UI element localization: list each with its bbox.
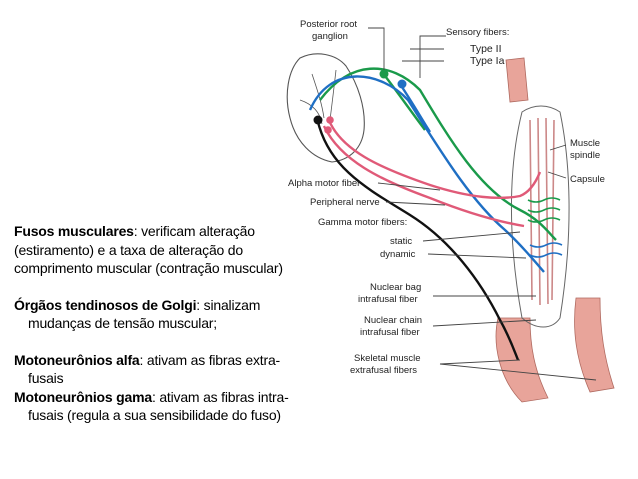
leader-lines	[368, 27, 597, 381]
spinal-cord	[286, 53, 365, 163]
paragraph-gamma-motoneurons: Motoneurônios gama: ativam as fibras int…	[14, 388, 319, 425]
ganglion-bodies	[313, 69, 407, 134]
label-muscle-spindle-1: Muscle	[570, 138, 600, 149]
definition-alpha-line1: : ativam as fibras extra-	[139, 351, 281, 368]
term-golgi-organs: Órgãos tendinosos de Golgi	[14, 296, 197, 313]
label-posterior-root-2: ganglion	[312, 31, 348, 42]
paragraph-alpha-motoneurons: Motoneurônios alfa: ativam as fibras ext…	[14, 351, 319, 388]
label-nuclear-chain-2: intrafusal fiber	[360, 327, 420, 338]
diagram-labels: Posterior root ganglion Sensory fibers: …	[288, 19, 605, 376]
label-gamma-motor-fibers: Gamma motor fibers:	[318, 217, 407, 228]
label-dynamic: dynamic	[380, 249, 416, 260]
term-muscle-spindles: Fusos musculares	[14, 223, 134, 239]
label-capsule: Capsule	[570, 174, 605, 185]
spindle-endings	[527, 197, 563, 258]
label-skeletal-1: Skeletal muscle	[354, 353, 421, 364]
definition-gamma-line1: : ativam as fibras intra-	[151, 388, 289, 405]
term-alpha-motoneurons: Motoneurônios alfa	[14, 351, 140, 368]
definition-gamma-line2: fusais (regula a sua sensibilidade do fu…	[28, 407, 281, 423]
paragraph-muscle-spindles: Fusos musculares: verificam alteração (e…	[14, 222, 319, 278]
definition-muscle-spindles: : verificam alteração (estiramento) e a …	[14, 223, 283, 276]
label-sensory-fibers: Sensory fibers:	[446, 27, 509, 38]
label-nuclear-chain-1: Nuclear chain	[364, 315, 422, 326]
definition-alpha-line2: fusais	[28, 370, 64, 386]
label-type-ii: Type II	[470, 43, 502, 55]
label-static: static	[390, 236, 412, 247]
term-gamma-motoneurons: Motoneurônios gama	[14, 388, 152, 405]
label-alpha-motor-fiber: Alpha motor fiber	[288, 178, 360, 189]
text-panel: Fusos musculares: verificam alteração (e…	[14, 222, 319, 425]
label-nuclear-bag-1: Nuclear bag	[370, 282, 421, 293]
nerve-fibers	[308, 67, 557, 361]
label-peripheral-nerve: Peripheral nerve	[310, 197, 380, 208]
definition-golgi-line1: : sinalizam	[196, 296, 261, 313]
definition-golgi-line2: mudanças de tensão muscular;	[28, 315, 217, 331]
paragraph-golgi-organs: Órgãos tendinosos de Golgi: sinalizam mu…	[14, 296, 319, 333]
label-posterior-root-1: Posterior root	[300, 19, 357, 30]
label-type-ia: Type Ia	[470, 55, 505, 67]
label-nuclear-bag-2: intrafusal fiber	[358, 294, 418, 305]
spindle-capsule	[510, 105, 570, 328]
label-skeletal-2: extrafusal fibers	[350, 365, 417, 376]
label-muscle-spindle-2: spindle	[570, 150, 600, 161]
